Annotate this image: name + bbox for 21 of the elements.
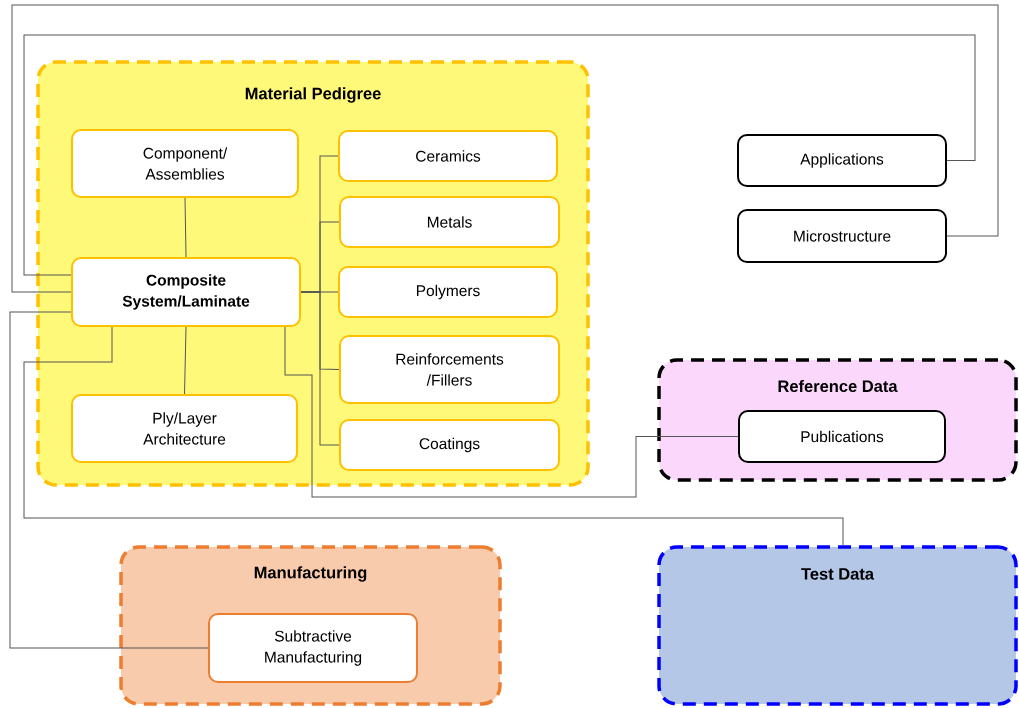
connector-line bbox=[9, 311, 209, 649]
connector-line bbox=[11, 4, 999, 293]
process-box: Subtractive Manufacturing bbox=[208, 613, 418, 683]
connector-line bbox=[23, 326, 844, 546]
connector-line bbox=[23, 34, 976, 276]
process-box: Publications bbox=[738, 410, 946, 463]
process-box: Microstructure bbox=[737, 209, 947, 263]
process-box: Coatings bbox=[339, 419, 560, 471]
connector-line bbox=[184, 197, 187, 258]
process-box: Reinforcements /Fillers bbox=[339, 335, 560, 404]
process-box: Polymers bbox=[338, 266, 558, 318]
connector-line bbox=[184, 326, 187, 395]
process-box: Composite System/Laminate bbox=[71, 257, 301, 327]
process-box: Component/ Assemblies bbox=[71, 129, 299, 198]
process-box: Ceramics bbox=[338, 130, 558, 182]
process-box: Applications bbox=[737, 134, 947, 187]
process-box: Ply/Layer Architecture bbox=[71, 394, 298, 463]
process-box: Metals bbox=[339, 196, 560, 248]
connector-line bbox=[300, 291, 340, 446]
connector-line bbox=[284, 326, 739, 498]
group-panel: Test Data bbox=[657, 545, 1018, 706]
